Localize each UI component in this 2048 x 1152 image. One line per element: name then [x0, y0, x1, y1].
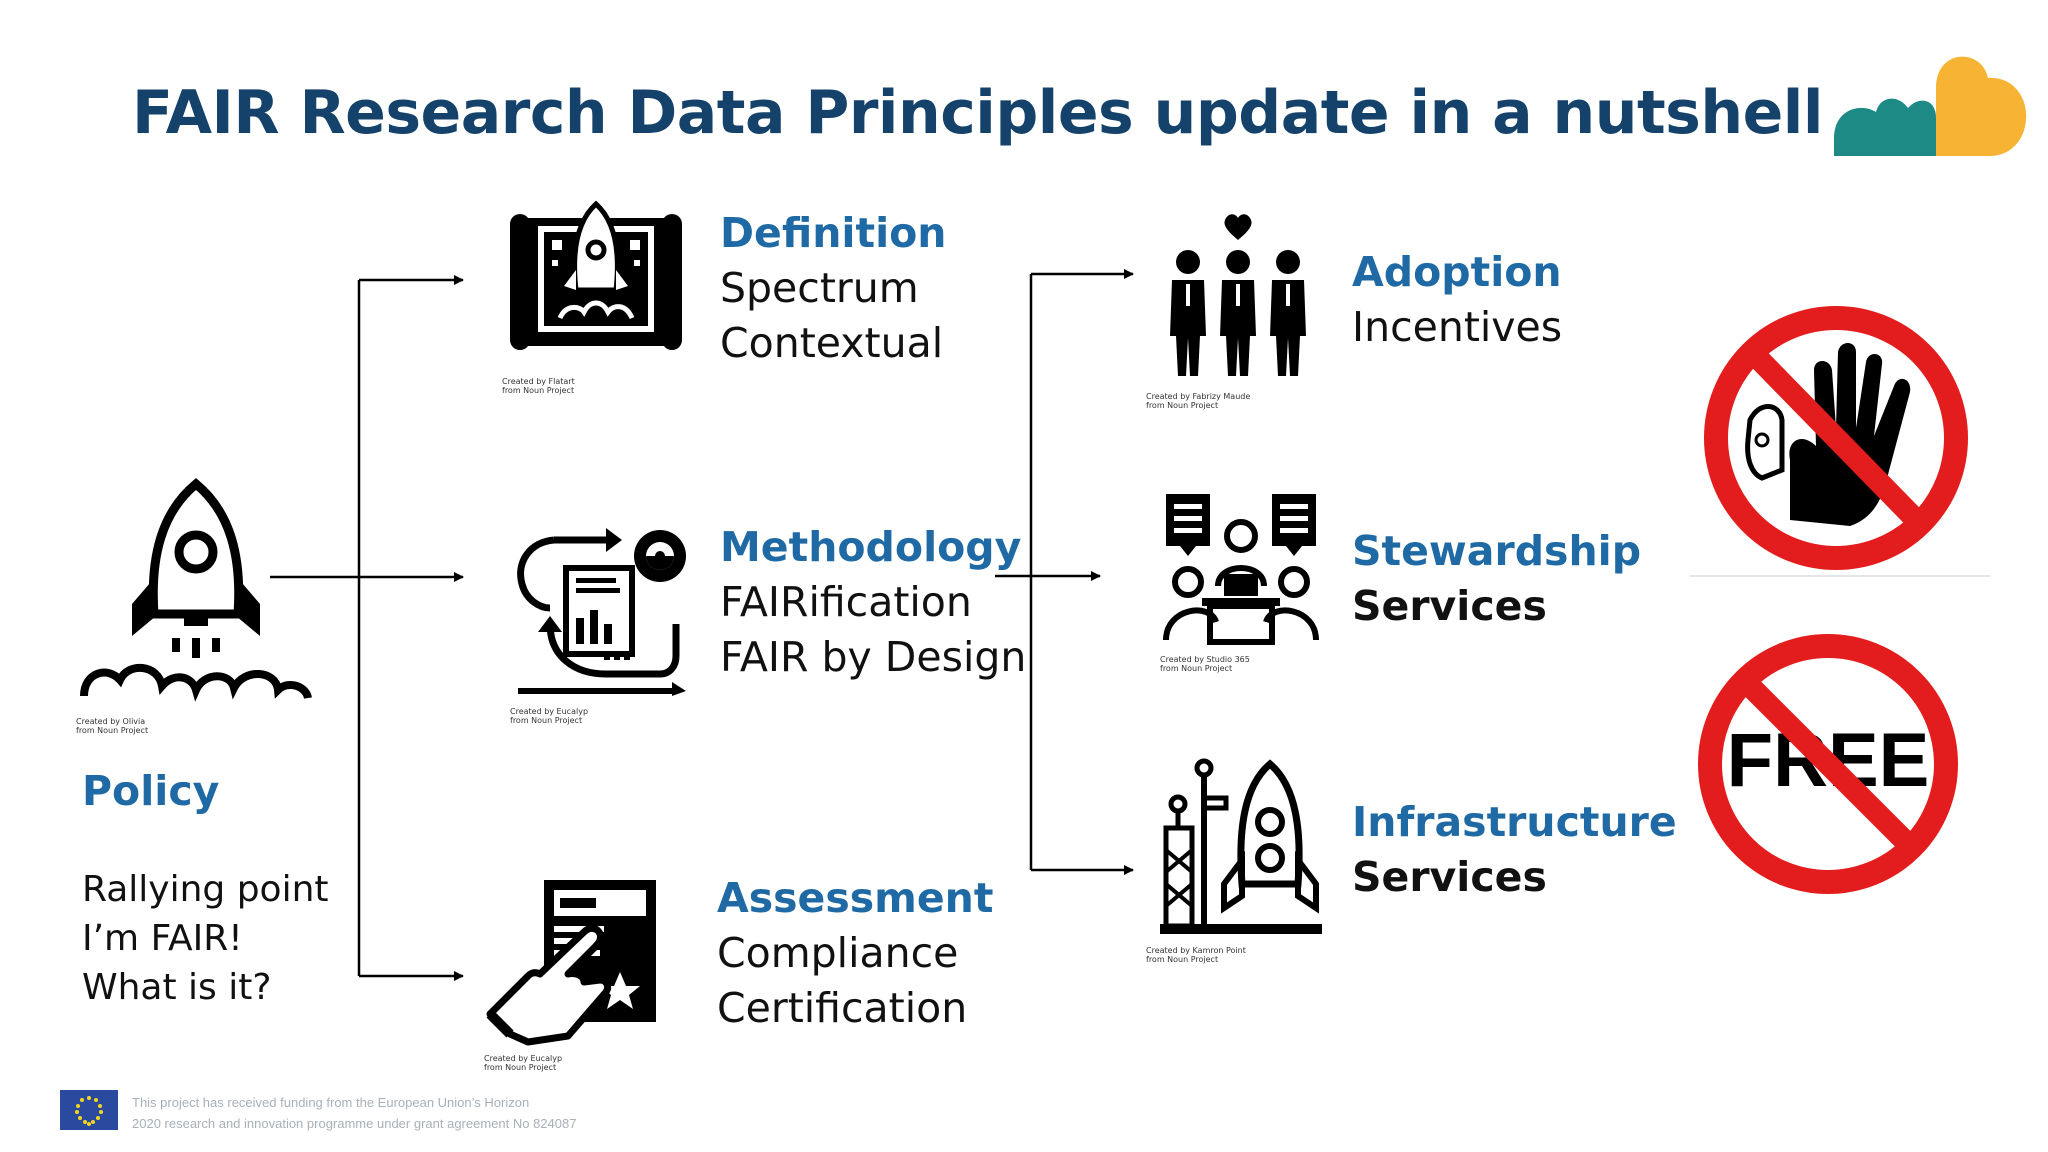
assessment-block: Assessment Compliance Certification [717, 871, 993, 1036]
methodology-cycle-icon [517, 528, 686, 696]
methodology-heading: Methodology [720, 523, 1022, 571]
definition-line: Contextual [720, 319, 944, 367]
blueprint-rocket-icon [510, 200, 682, 350]
logo-cloud-icon [1834, 56, 2027, 156]
definition-heading: Definition [720, 209, 947, 257]
assessment-heading: Assessment [717, 874, 994, 922]
definition-block: Definition Spectrum Contextual [720, 206, 946, 371]
launchpad-rocket-icon [1160, 758, 1322, 934]
infrastructure-heading: Infrastructure [1352, 798, 1677, 846]
people-group-icon [1170, 214, 1306, 376]
stewardship-heading: Stewardship [1352, 527, 1642, 575]
stewardship-line: Services [1352, 582, 1547, 630]
methodology-line: FAIRification [720, 578, 972, 626]
policy-heading: Policy [82, 767, 220, 815]
meeting-icon [1163, 494, 1319, 645]
stop-hand-sign-icon [1690, 306, 1990, 577]
rocket-launch-icon [80, 478, 312, 702]
policy-block: Policy Rallying point I’m FAIR! What is … [82, 764, 329, 1012]
adoption-line: Incentives [1352, 303, 1563, 351]
eu-flag-icon [60, 1090, 118, 1130]
methodology-line: FAIR by Design [720, 633, 1027, 681]
methodology-block: Methodology FAIRification FAIR by Design [720, 520, 1026, 685]
policy-line: I’m FAIR! [82, 918, 243, 959]
assessment-line: Compliance [717, 929, 959, 977]
policy-line: What is it? [82, 967, 272, 1008]
assessment-hand-icon [486, 880, 656, 1046]
no-free-sign-icon: FREE [1696, 632, 1960, 896]
assessment-line: Certification [717, 984, 968, 1032]
infrastructure-block: Infrastructure Services [1352, 795, 1677, 905]
page-title: FAIR Research Data Principles update in … [132, 78, 1823, 148]
adoption-block: Adoption Incentives [1352, 245, 1562, 355]
stewardship-block: Stewardship Services [1352, 524, 1641, 634]
adoption-heading: Adoption [1352, 248, 1562, 296]
definition-line: Spectrum [720, 264, 919, 312]
policy-line: Rallying point [82, 869, 329, 910]
funding-notice: This project has received funding from t… [132, 1095, 577, 1131]
infrastructure-line: Services [1352, 853, 1547, 901]
